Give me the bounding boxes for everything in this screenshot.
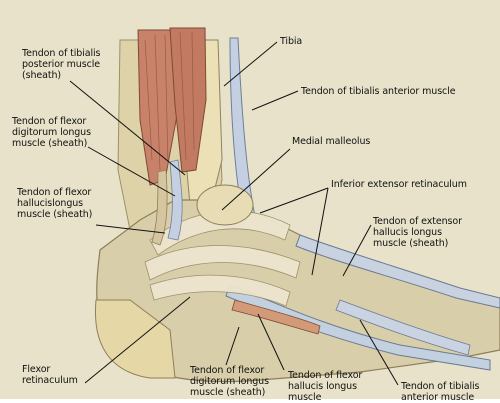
label-tendon-tibialis-anterior-top: Tendon of tibialis anterior muscle [301, 86, 455, 97]
label-tendon-flexor-digitorum-left: Tendon of flexor digitorum longus muscle… [12, 116, 91, 149]
medial-malleolus-bone [197, 185, 253, 225]
label-medial-malleolus: Medial malleolus [292, 136, 370, 147]
label-tendon-tibialis-anterior-bottom: Tendon of tibialis anterior muscle [401, 381, 479, 403]
label-tendon-flexor-hallucis-left: Tendon of flexor hallucislongus muscle (… [17, 187, 92, 220]
label-tendon-flexor-digitorum-bottom: Tendon of flexor digitorum longus muscle… [190, 365, 269, 398]
label-tendon-flexor-hallucis-bottom: Tendon of flexor hallucis longus muscle [288, 370, 362, 403]
label-flexor-retinaculum: Flexor retinaculum [22, 364, 78, 386]
label-tendon-tibialis-posterior: Tendon of tibialis posterior muscle (she… [22, 48, 100, 81]
label-tendon-extensor-hallucis: Tendon of extensor hallucis longus muscl… [373, 216, 462, 249]
label-tibia: Tibia [280, 36, 302, 47]
label-inferior-extensor-retinaculum: Inferior extensor retinaculum [331, 179, 467, 190]
